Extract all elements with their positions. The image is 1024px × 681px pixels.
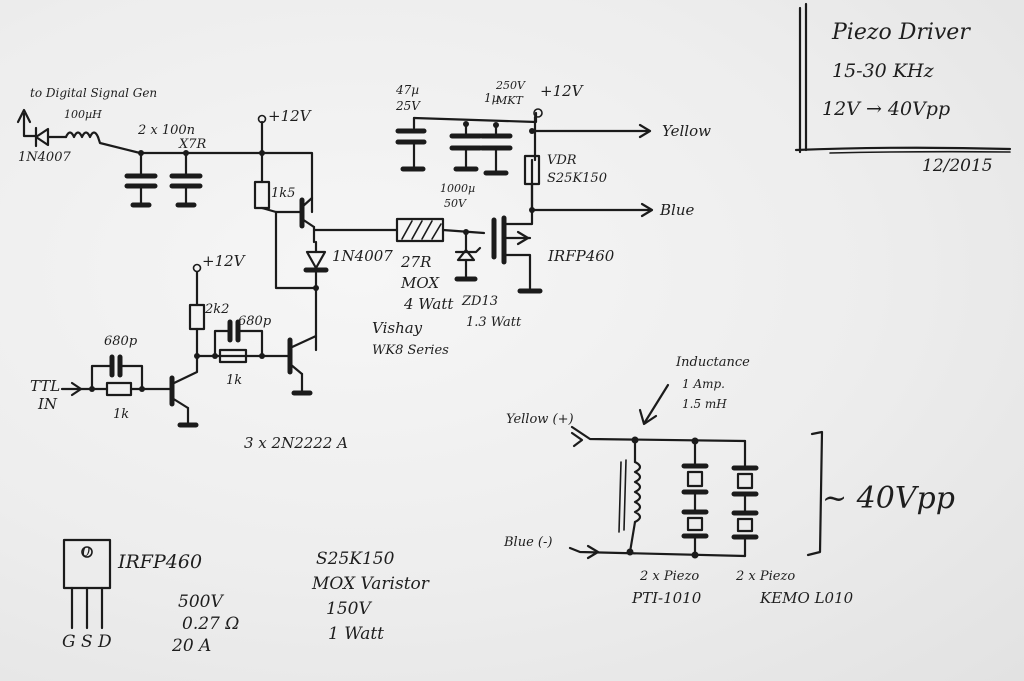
inductance-current-label: 1 Amp. [682,377,725,391]
varistor-type-note-label: MOX Varistor [312,574,429,594]
input-inductor-100uh [64,131,264,155]
inductance-pointer-arrow [638,383,670,426]
resistor-1k-b-label: 1k [226,373,243,388]
mosfet-rds-label: 0.27 Ω [182,614,240,634]
mosfet-part-label: IRFP460 [118,551,203,573]
cap-1u-value-label: 1µ [484,91,500,105]
zener-zd13 [454,230,482,282]
output-voltage-label: ~ 40Vpp [822,481,955,516]
transistor-2 [287,334,318,396]
mosfet-package-drawing [62,538,112,630]
varistor-label: VDR [547,153,577,168]
inductor-value-label: 100µH [64,108,102,121]
driver-transistor [274,196,318,290]
output-voltage-bracket [806,430,824,557]
varistor-part-label: S25K150 [316,549,395,569]
cap-47u-voltage-label: 25V [396,99,420,113]
cap-1u-voltage-label: 250V [496,79,525,92]
gate-drive-wire [312,217,486,243]
gate-resistor-value-label: 27R [401,253,432,271]
resistor-2k2-label: 2k2 [205,302,230,317]
resistor-1k-a-label: 1k [113,407,130,422]
cap-bank-rating-label: X7R [179,137,207,152]
varistor-vdr [523,154,654,218]
supply-12v-left-label: +12V [268,107,311,125]
mosfet-voltage-label: 500V [178,592,223,612]
piezo-a-model-label: PTI-1010 [632,589,702,607]
varistor-power-label: 1 Watt [328,624,385,644]
resistor-1k5-label: 1k5 [271,186,296,201]
gate-resistor-type-label: MOX [401,274,440,292]
mosfet-irfp460 [491,158,543,294]
input-signal-arrow [16,108,38,138]
cap-bank-label: 2 x 100n [138,123,196,138]
varistor-voltage-label: 150V [326,599,371,619]
voltage-text: 12V → 40Vpp [822,98,951,120]
mosfet-label: IRFP460 [548,247,615,265]
frequency-text: 15-30 KHz [832,60,934,82]
level-shifter-2k2 [188,263,292,359]
gate-resistor-power-label: 4 Watt [404,295,454,313]
package-mark-label: 0 [82,545,91,560]
cap-1u-type-label: MKT [496,94,523,107]
cap-1000u [449,121,483,172]
cap-bank-2x100n [124,150,203,208]
gate-resistor-series-label: WK8 Series [372,343,449,358]
diode-1n4007-driver [303,240,329,352]
supply-rail-12v-right [529,108,652,162]
title-text: Piezo Driver [832,20,970,45]
input-diode-label: 1N4007 [18,150,71,165]
resistor-1k5 [253,151,303,214]
piezo-stack-kemo-l010 [731,439,759,558]
title-block-frame [794,2,1012,154]
ttl-in-label-1: TTL [30,377,61,395]
inductor-1-5mh [618,438,642,554]
ttl-in-label-2: IN [38,395,58,413]
blue-input-label: Blue (-) [504,535,553,550]
yellow-output-label: Yellow [662,122,711,140]
driver-diode-label: 1N4007 [332,247,393,265]
input-diode-1n4007 [34,126,68,148]
cap-1000u-value-label: 1000µ [440,182,476,195]
supply-12v-right-label: +12V [540,82,583,100]
signal-gen-label: to Digital Signal Gen [30,86,158,100]
cap-1u-mkt [479,122,513,176]
gate-resistor-brand-label: Vishay [372,319,423,337]
transistors-label: 3 x 2N2222 A [244,434,348,452]
mosfet-pins-label: G S D [62,632,112,652]
date-text: 12/2015 [922,156,993,176]
cap-680p-a-label: 680p [104,334,138,349]
inductance-title-label: Inductance [676,355,750,370]
yellow-input-label: Yellow (+) [506,412,574,427]
cap-47u-value-label: 47µ [396,83,420,97]
piezo-b-count-label: 2 x Piezo [736,569,796,584]
inductance-value-label: 1.5 mH [682,397,727,411]
speedup-rc-a [78,354,174,397]
zener-type-label: ZD13 [462,294,498,309]
ttl-input-arrow [60,381,83,397]
piezo-stack-pti-1010 [681,439,709,557]
load-blue-input [568,544,747,560]
cap-680p-b-label: 680p [238,314,272,329]
load-yellow-input [570,425,747,448]
supply-12v-shifter-label: +12V [202,252,245,270]
varistor-type-label: S25K150 [547,171,607,186]
mosfet-current-label: 20 A [172,636,212,656]
transistor-1 [169,354,199,428]
cap-1000u-voltage-label: 50V [444,197,466,210]
blue-output-label: Blue [660,201,695,219]
speedup-rc-b [213,319,264,364]
piezo-a-count-label: 2 x Piezo [640,569,700,584]
zener-power-label: 1.3 Watt [466,315,522,330]
piezo-b-model-label: KEMO L010 [760,589,854,607]
